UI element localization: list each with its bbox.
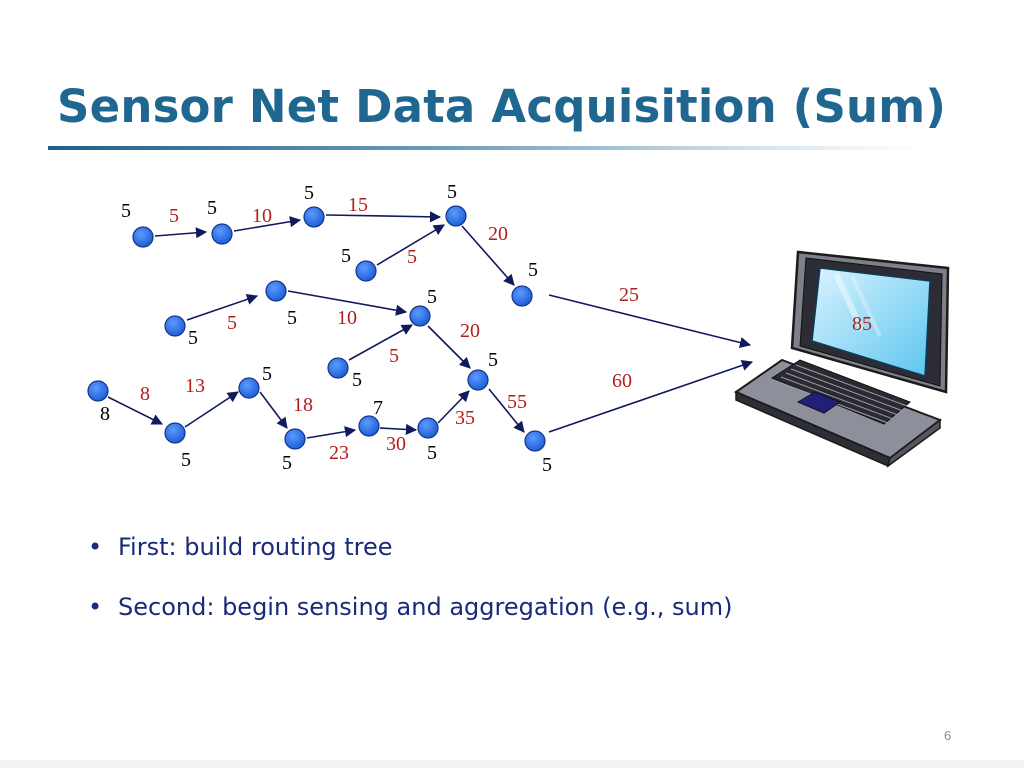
edge xyxy=(325,211,442,223)
partial-sum: 5 xyxy=(407,246,417,268)
bullet-item: • Second: begin sensing and aggregation … xyxy=(88,587,732,627)
partial-sum: 8 xyxy=(140,383,150,405)
title-underline xyxy=(48,146,920,150)
partial-sum: 55 xyxy=(507,391,527,413)
edge xyxy=(379,423,418,436)
sensor-reading: 7 xyxy=(373,397,383,419)
edge xyxy=(184,391,239,428)
edge xyxy=(461,225,515,286)
sensor-node-icon xyxy=(511,285,533,307)
partial-sum: 18 xyxy=(293,394,313,416)
sensor-reading: 5 xyxy=(542,454,552,476)
sensor-reading: 5 xyxy=(121,200,131,222)
sensor-reading: 5 xyxy=(262,363,272,385)
footer-bar xyxy=(0,760,1024,768)
sensor-reading: 5 xyxy=(352,369,362,391)
edge xyxy=(154,227,208,239)
page-number: 6 xyxy=(944,728,952,743)
partial-sum: 23 xyxy=(329,442,349,464)
partial-sum: 15 xyxy=(348,194,368,216)
partial-sum: 5 xyxy=(169,205,179,227)
bullet-item: • First: build routing tree xyxy=(88,527,732,567)
sensor-reading: 5 xyxy=(447,181,457,203)
sensor-node-icon xyxy=(303,206,325,228)
sensor-node-icon xyxy=(355,260,377,282)
sensor-node-icon xyxy=(358,415,380,437)
sensor-reading: 5 xyxy=(207,197,217,219)
edge xyxy=(548,359,754,433)
sensor-reading: 5 xyxy=(427,442,437,464)
edge xyxy=(287,290,408,316)
bullet-list: • First: build routing tree • Second: be… xyxy=(88,527,732,647)
partial-sum: 5 xyxy=(227,312,237,334)
sensor-node-icon xyxy=(238,377,260,399)
sensor-node-icon xyxy=(211,223,233,245)
laptop-icon xyxy=(733,250,950,468)
partial-sum: 60 xyxy=(612,370,632,392)
page-title: Sensor Net Data Acquisition (Sum) xyxy=(57,80,947,133)
edge xyxy=(306,426,357,439)
partial-sum: 20 xyxy=(488,223,508,245)
sensor-readings: 5 5 5 5 5 5 5 5 5 5 5 7 5 5 5 8 5 5 xyxy=(100,181,552,476)
edge xyxy=(376,224,445,266)
bullet-dot-icon: • xyxy=(88,593,103,621)
sensor-reading: 5 xyxy=(304,182,314,204)
sensor-reading: 5 xyxy=(282,452,292,474)
bullet-dot-icon: • xyxy=(88,533,103,561)
partial-sums: 5 10 15 5 20 25 5 10 20 5 8 13 18 23 30 … xyxy=(140,194,639,464)
sensor-reading: 5 xyxy=(341,245,351,267)
sensor-node-icon xyxy=(284,428,306,450)
sensor-reading: 5 xyxy=(287,307,297,329)
edge xyxy=(427,325,471,369)
edge xyxy=(488,388,525,433)
sensor-reading: 5 xyxy=(427,286,437,308)
sensor-reading: 5 xyxy=(181,449,191,471)
partial-sum: 35 xyxy=(455,407,475,429)
partial-sum: 25 xyxy=(619,284,639,306)
partial-sum: 13 xyxy=(185,375,205,397)
partial-sum: 10 xyxy=(252,205,272,227)
partial-sum: 5 xyxy=(389,345,399,367)
sensor-node-icon xyxy=(327,357,349,379)
routing-edges xyxy=(107,211,754,439)
sensor-node-icon xyxy=(164,315,186,337)
bullet-text: build routing tree xyxy=(184,533,393,561)
edge xyxy=(348,324,413,361)
partial-sum: 30 xyxy=(386,433,406,455)
edge xyxy=(233,216,302,232)
edge xyxy=(186,293,259,321)
bullet-text: begin sensing and aggregation (e.g., sum… xyxy=(222,593,733,621)
laptop-sum-value: 85 xyxy=(852,313,872,335)
sensor-node-icon xyxy=(164,422,186,444)
sensor-node-icon xyxy=(445,205,467,227)
sensor-reading: 5 xyxy=(528,259,538,281)
edge xyxy=(107,396,164,425)
sensor-node-icon xyxy=(409,305,431,327)
sensor-reading: 5 xyxy=(488,349,498,371)
sensor-reading: 5 xyxy=(188,327,198,349)
bullet-label: Second: xyxy=(118,593,215,621)
sensor-node-icon xyxy=(524,430,546,452)
edge xyxy=(259,391,288,429)
sensor-node-icon xyxy=(132,226,154,248)
bullet-label: First: xyxy=(118,533,177,561)
sensor-node-icon xyxy=(417,417,439,439)
edge xyxy=(437,390,470,424)
sensor-reading: 8 xyxy=(100,403,110,425)
sensor-node-icon xyxy=(87,380,109,402)
sensor-nodes xyxy=(87,205,546,452)
sensor-node-icon xyxy=(265,280,287,302)
edge xyxy=(548,294,752,349)
partial-sum: 10 xyxy=(337,307,357,329)
partial-sum: 20 xyxy=(460,320,480,342)
sensor-node-icon xyxy=(467,369,489,391)
